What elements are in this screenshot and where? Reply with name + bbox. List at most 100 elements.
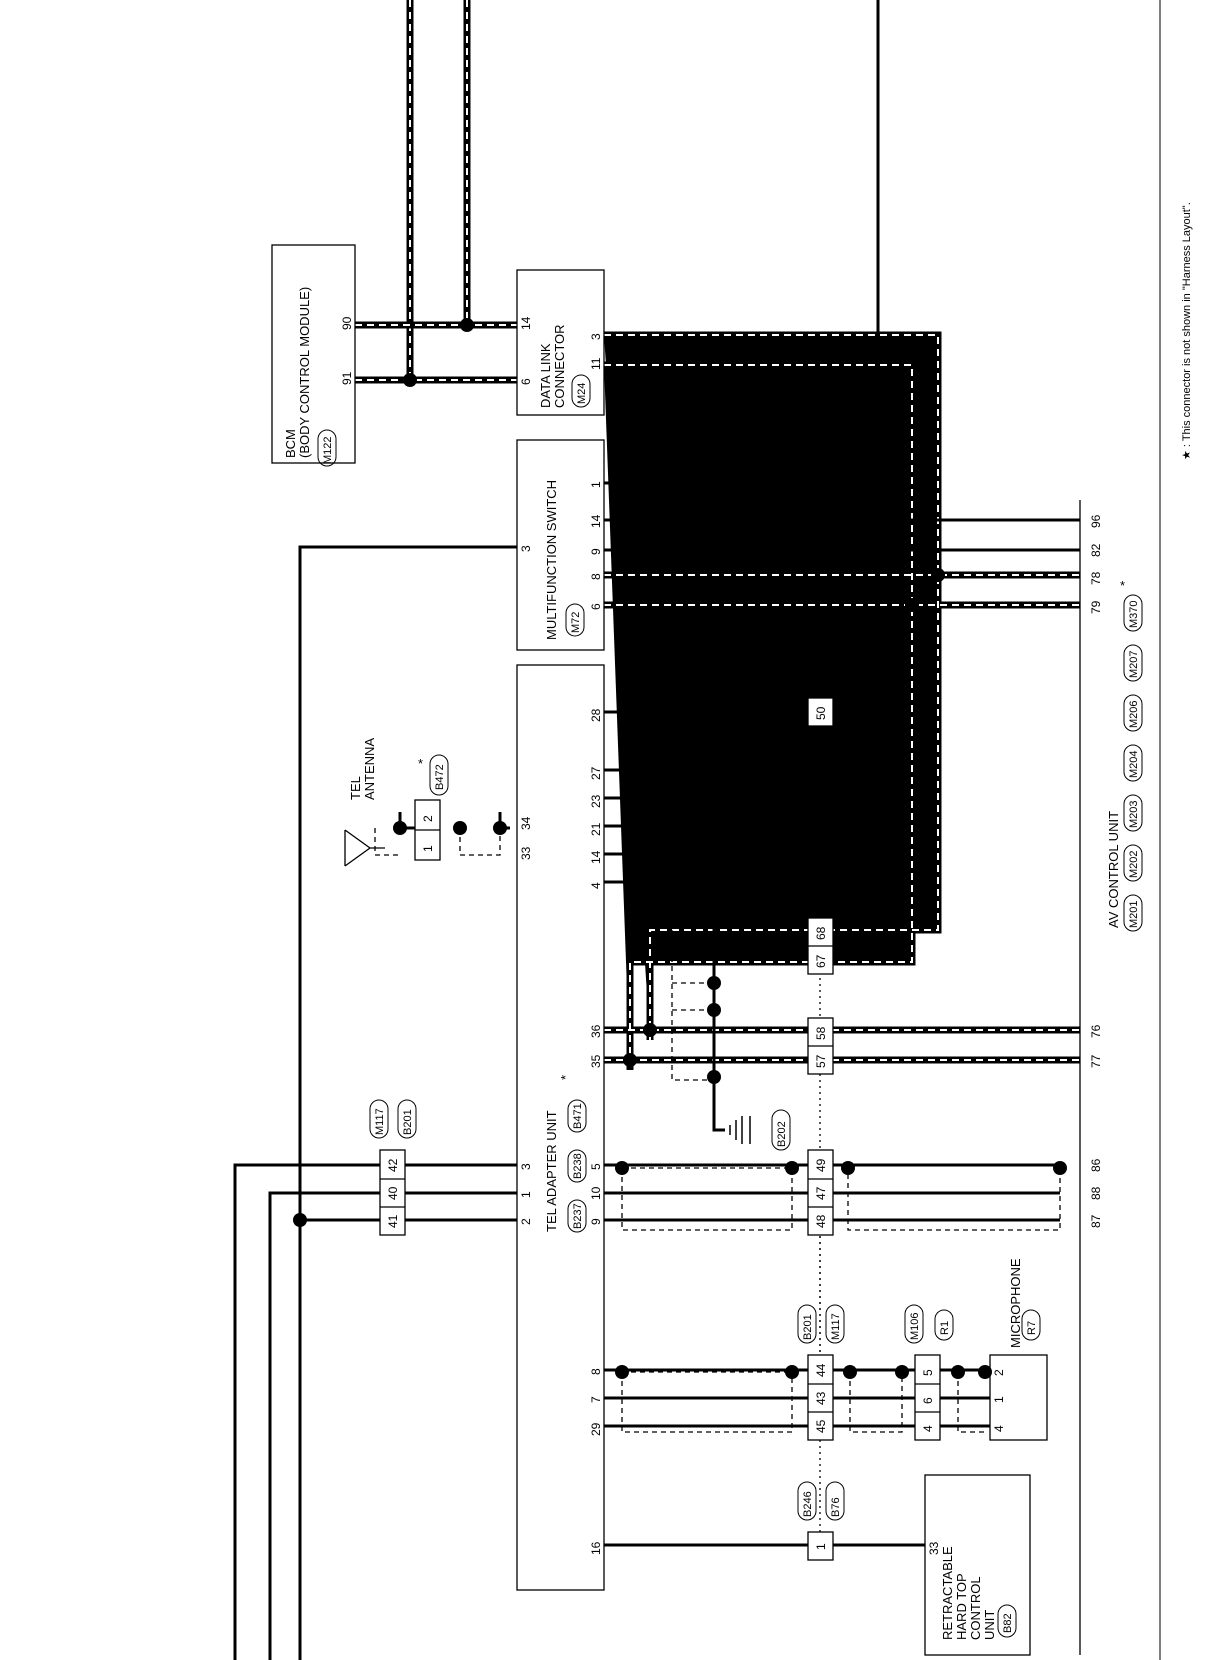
bcm-pin-90: 90 [340,316,354,330]
jm-pin-67: 67 [814,954,828,968]
av-conn-7: M370 [1128,600,1140,628]
antenna-pin-1: 1 [421,845,435,852]
av-pin-86: 86 [1089,1158,1103,1172]
rht-line3: CONTROL [968,1576,983,1640]
ground-m95: M95 [729,399,789,439]
tel-pin-36: 36 [589,1024,603,1038]
tel-adapter-asterisk: * [558,1075,573,1080]
ground-b202-label: B202 [776,1121,788,1147]
j2-conn-1: B201 [802,1314,814,1340]
rht-connector: B82 [1002,1613,1014,1633]
mfs-title: MULTIFUNCTION SWITCH [544,480,559,640]
tel-pin-4: 4 [589,882,603,889]
ground-b224-label: B224 [776,761,788,787]
j1-pin-40: 40 [386,1186,400,1200]
j1-pin-42: 42 [386,1158,400,1172]
junction-dots [293,318,1067,1379]
tel-pin-2: 2 [519,1218,533,1225]
tel-antenna: TEL ANTENNA 1 2 B472 * [344,738,449,867]
tel-pin-33: 33 [519,846,533,860]
mfs-pin-6: 6 [589,603,603,610]
j3-conn-1: M106 [909,1312,921,1340]
av-pin-82: 82 [1089,543,1103,557]
tel-adapter-unit: TEL ADAPTER UNIT * B237 B238 B471 3 1 2 … [516,664,605,1591]
tel-pin-35: 35 [589,1054,603,1068]
ground-b224: B224 [744,749,791,791]
av-connector-list: M201 M202 M203 M204 M206 M207 M370 * [1120,578,1143,932]
microphone-connector: R7 [1026,1321,1038,1335]
microphone: MICROPHONE R7 2 1 4 [989,1258,1048,1441]
tel-pin-10: 10 [589,1186,603,1200]
tel-adapter-conn-2: B238 [572,1153,584,1179]
av-pin-87: 87 [1089,1214,1103,1228]
av-conn-6: M207 [1128,650,1140,678]
jm-pin-57: 57 [814,1054,828,1068]
data-line-stripes [355,321,1080,1070]
j3-pin-4: 4 [921,1425,935,1432]
dlc-subtitle: CONNECTOR [552,324,567,408]
jm-pin-47: 47 [814,1186,828,1200]
tel-pin-14: 14 [589,850,603,864]
av-conn-1: M201 [1128,900,1140,928]
ground-b202: B202 [729,1109,791,1151]
av-control-unit: AV CONTROL UNIT 96 82 78 79 76 77 86 88 … [1079,500,1143,1655]
multifunction-switch: MULTIFUNCTION SWITCH M72 3 1 14 9 8 6 [516,439,605,651]
data-link-connector: DATA LINK CONNECTOR M24 6 14 11 3 [516,269,605,416]
av-pin-96: 96 [1089,514,1103,528]
j2-conn-2: M117 [830,1313,842,1340]
dlc-pin-14: 14 [519,316,533,330]
mfs-pin-14: 14 [589,514,603,528]
av-title: AV CONTROL UNIT [1106,811,1121,928]
j2-pin-43: 43 [814,1391,828,1405]
ground-m55-label: M55 [774,477,786,498]
bcm-pin-91: 91 [340,371,354,385]
tel-pin-28: 28 [589,708,603,722]
av-conn-3: M203 [1128,800,1140,828]
antenna-asterisk: * [418,756,423,771]
bcm-connector: M122 [322,436,334,464]
tel-pin-29: 29 [589,1422,603,1436]
rht-line2: HARD TOP [954,1573,969,1640]
tel-adapter-conn-3: B471 [572,1103,584,1129]
dlc-pin-11: 11 [589,357,603,370]
jm-pin-68: 68 [814,926,828,940]
dlc-title: DATA LINK [538,343,553,408]
jm-pin-50: 50 [814,706,828,720]
j1-conn-2: B201 [402,1109,414,1135]
j2-pin-44: 44 [814,1363,828,1377]
av-pin-76: 76 [1089,1024,1103,1038]
tel-pin-7: 7 [589,1396,603,1403]
tel-pin-21: 21 [589,822,603,836]
jm-pin-48: 48 [814,1214,828,1228]
antenna-pin-2: 2 [421,815,435,822]
junction-middle-stack: 50 68 67 58 57 49 47 48 [807,697,834,1236]
av-conn-2: M202 [1128,850,1140,878]
shield-lines [374,720,1061,1560]
tel-pin-9: 9 [589,1218,603,1225]
tel-adapter-title: TEL ADAPTER UNIT [544,1110,559,1232]
junction-b246-b76: 1 B246 B76 [797,1481,845,1561]
ground-m55: M55 [729,462,789,502]
av-pin-78: 78 [1089,571,1103,585]
footnote: ★ : This connector is not shown in "Harn… [1181,202,1193,460]
rht-line4: UNIT [982,1610,997,1640]
mfs-pin-9: 9 [589,548,603,555]
j3-conn-2: R1 [939,1321,951,1335]
tel-pin-16: 16 [589,1541,603,1555]
j4-pin-1: 1 [814,1543,828,1550]
tel-pin-3: 3 [519,1163,533,1170]
ground-m95-label: M95 [774,414,786,435]
j4-conn-1: B246 [802,1491,814,1517]
junction-m106-r1: 5 6 4 M106 R1 [904,1304,954,1441]
j1-pin-41: 41 [386,1214,400,1228]
tel-pin-1: 1 [519,1191,533,1198]
tel-antenna-title: TEL [348,776,363,800]
bcm-subtitle: (BODY CONTROL MODULE) [297,287,312,458]
tel-pin-23: 23 [589,794,603,808]
data-line-label-2: DATA LINE [925,758,940,823]
jm-pin-58: 58 [814,1026,828,1040]
mic-pin-2: 2 [992,1369,1006,1376]
av-conn-4: M204 [1128,750,1140,778]
av-pin-77: 77 [1089,1054,1103,1068]
av-pin-79: 79 [1089,600,1103,614]
